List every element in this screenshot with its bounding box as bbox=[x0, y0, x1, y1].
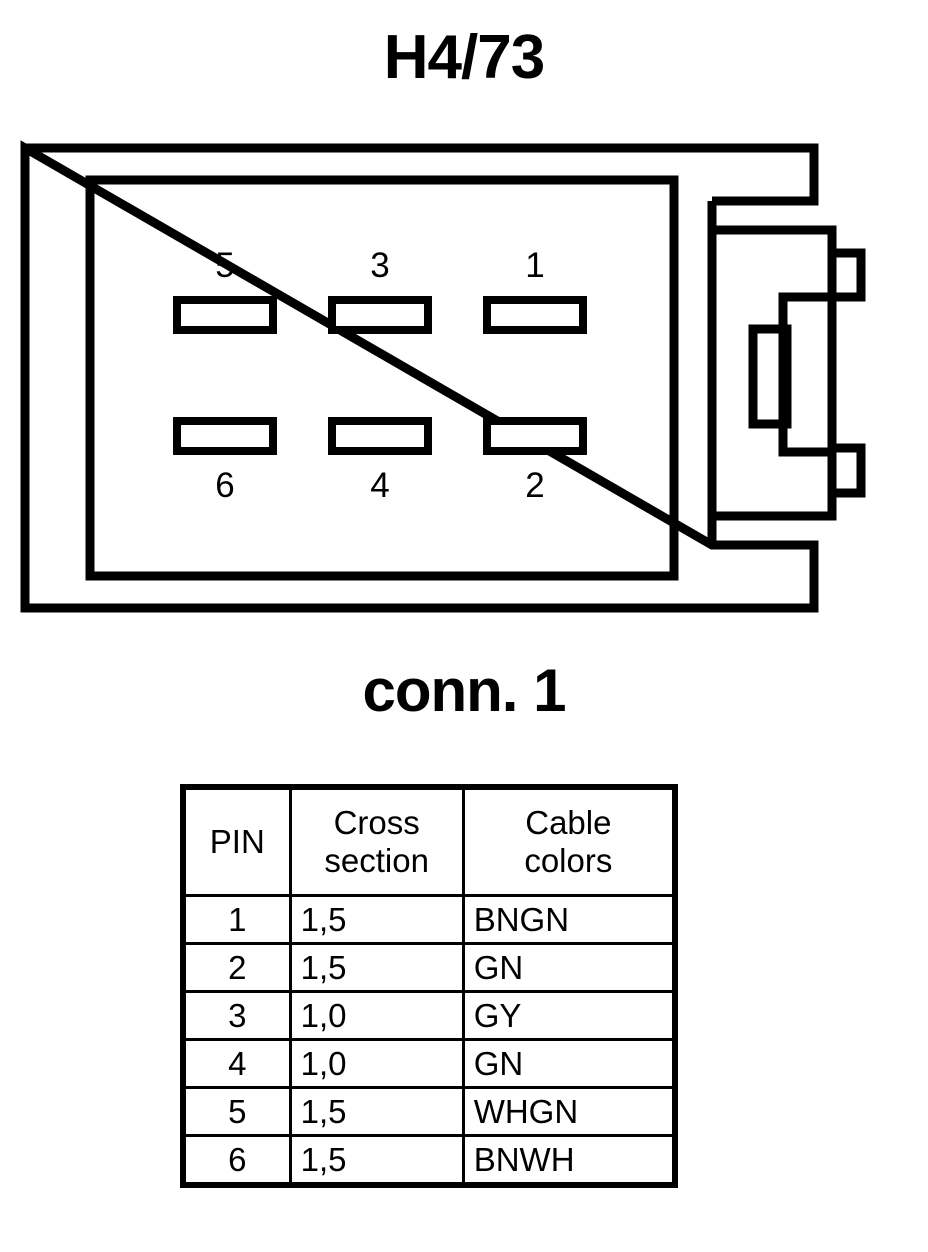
page-title: H4/73 bbox=[383, 23, 545, 92]
cell-cable-colors: BNGN bbox=[461, 894, 676, 945]
pin-slot-6[interactable] bbox=[173, 417, 277, 455]
table-row: 4 1,0 GN bbox=[183, 1038, 676, 1089]
pinout-table-head: PIN Cross section Cable colors bbox=[183, 787, 676, 897]
cell-cable-colors: GN bbox=[461, 942, 676, 993]
cell-cross-section: 1,0 bbox=[288, 990, 465, 1041]
column-header-pin: PIN bbox=[183, 787, 292, 897]
cell-cable-colors: GN bbox=[461, 1038, 676, 1089]
cell-cross-section: 1,5 bbox=[288, 1086, 465, 1137]
connector-latch-lower-step bbox=[712, 448, 837, 521]
cell-cross-section: 1,5 bbox=[288, 942, 465, 993]
connector-latch-lower-tab bbox=[832, 443, 866, 498]
pin-slot-4[interactable] bbox=[328, 417, 432, 455]
connector-inner-wall bbox=[85, 175, 679, 581]
cell-cable-colors: WHGN bbox=[461, 1086, 676, 1137]
cell-pin: 2 bbox=[183, 942, 292, 993]
column-header-colors-line1: Cable bbox=[525, 804, 612, 841]
cell-pin: 1 bbox=[183, 894, 292, 945]
cell-pin: 5 bbox=[183, 1086, 292, 1137]
connector-diagram: 5 3 1 6 4 2 bbox=[0, 130, 928, 630]
table-row: 3 1,0 GY bbox=[183, 990, 676, 1041]
table-row: 5 1,5 WHGN bbox=[183, 1086, 676, 1137]
connector-keyway-short bbox=[748, 324, 792, 429]
pinout-table: PIN Cross section Cable colors 1 1,5 BNG… bbox=[180, 784, 678, 1188]
pin-label-4: 4 bbox=[370, 466, 390, 505]
column-header-cable-colors: Cable colors bbox=[461, 787, 676, 897]
cell-cross-section: 1,5 bbox=[288, 894, 465, 945]
column-header-cross-line2: section bbox=[324, 842, 429, 879]
table-row: 6 1,5 BNWH bbox=[183, 1134, 676, 1185]
connector-latch-upper-tab bbox=[832, 248, 866, 302]
connector-latch-upper-step bbox=[712, 225, 837, 297]
pinout-table-body: 1 1,5 BNGN 2 1,5 GN 3 1,0 GY 4 1,0 G bbox=[183, 894, 676, 1185]
column-header-cross-line1: Cross bbox=[333, 804, 420, 841]
pin-label-3: 3 bbox=[370, 246, 390, 285]
pin-slot-5[interactable] bbox=[173, 296, 277, 334]
pin-slot-2[interactable] bbox=[483, 417, 587, 455]
column-header-cross-section: Cross section bbox=[288, 787, 465, 897]
table-row: 1 1,5 BNGN bbox=[183, 894, 676, 945]
pin-label-2: 2 bbox=[525, 466, 545, 505]
column-header-colors-line2: colors bbox=[524, 842, 613, 879]
pin-label-1: 1 bbox=[525, 246, 545, 285]
table-row: 2 1,5 GN bbox=[183, 942, 676, 993]
pin-label-6: 6 bbox=[215, 466, 235, 505]
connector-outline-svg bbox=[20, 140, 866, 613]
pinout-table-wrapper: PIN Cross section Cable colors 1 1,5 BNG… bbox=[180, 784, 678, 1188]
cell-pin: 3 bbox=[183, 990, 292, 1041]
pin-slot-3[interactable] bbox=[328, 296, 432, 334]
cell-cable-colors: GY bbox=[461, 990, 676, 1041]
cell-cable-colors: BNWH bbox=[461, 1134, 676, 1185]
cell-cross-section: 1,0 bbox=[288, 1038, 465, 1089]
cell-pin: 6 bbox=[183, 1134, 292, 1185]
connector-subtitle: conn. 1 bbox=[362, 657, 566, 724]
table-header-row: PIN Cross section Cable colors bbox=[183, 787, 676, 897]
pin-slot-1[interactable] bbox=[483, 296, 587, 334]
pin-label-5: 5 bbox=[215, 246, 235, 285]
cell-cross-section: 1,5 bbox=[288, 1134, 465, 1185]
cell-pin: 4 bbox=[183, 1038, 292, 1089]
connector-outer-shell bbox=[20, 140, 819, 613]
